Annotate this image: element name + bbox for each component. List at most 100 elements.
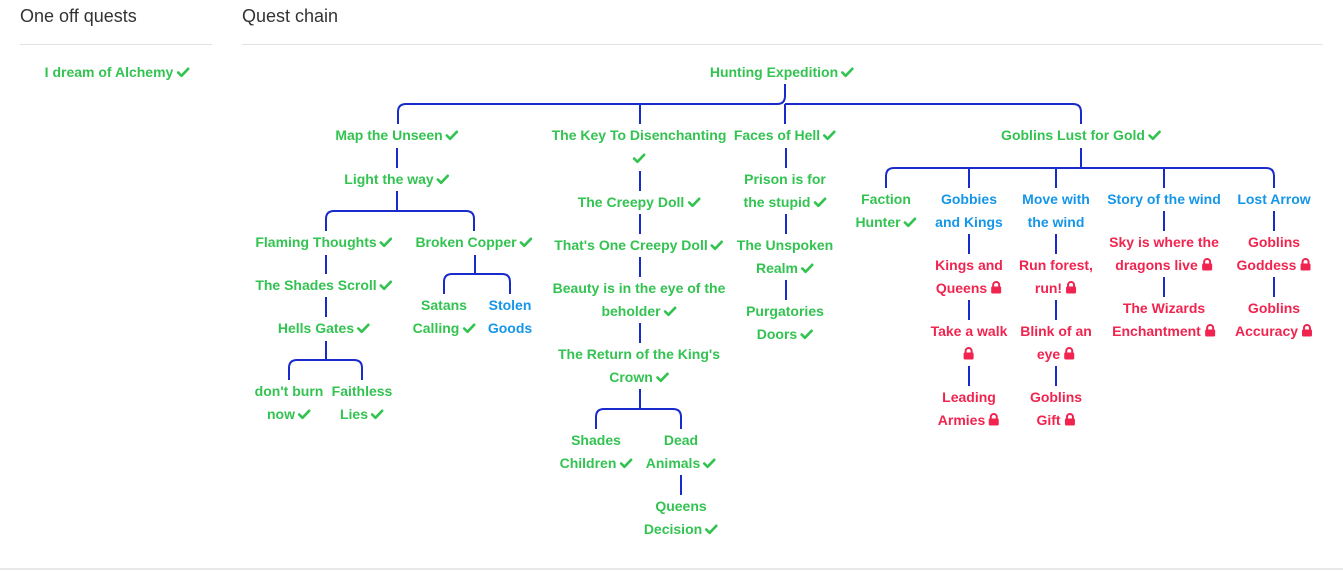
quest-label: Calling bbox=[412, 320, 460, 336]
lock-icon bbox=[1064, 413, 1075, 426]
quest-label-line: That's One Creepy Doll bbox=[554, 234, 724, 257]
quest-node-flaming-thoughts[interactable]: Flaming Thoughts bbox=[255, 231, 393, 254]
quest-label-line: Realm bbox=[737, 257, 833, 280]
quest-label-line: the wind bbox=[1022, 211, 1090, 234]
quest-label-line: Goods bbox=[488, 317, 532, 340]
quest-label-line: The Wizards bbox=[1112, 297, 1216, 320]
quest-label-line: Dead bbox=[646, 429, 716, 452]
quest-label: Story of the wind bbox=[1107, 191, 1221, 207]
quest-label-line: Enchantment bbox=[1112, 320, 1216, 343]
quest-node-map-unseen[interactable]: Map the Unseen bbox=[335, 124, 459, 147]
quest-label: The Return of the King's bbox=[558, 346, 720, 362]
quest-label: Decision bbox=[643, 521, 703, 537]
lock-icon bbox=[1064, 347, 1075, 360]
lock-icon bbox=[1300, 258, 1311, 271]
quest-label-line: Prison is for bbox=[744, 168, 827, 191]
quest-label: Faithless bbox=[331, 383, 393, 399]
quest-label-line: Calling bbox=[413, 317, 476, 340]
quest-node-broken-copper[interactable]: Broken Copper bbox=[415, 231, 533, 254]
quest-label-line: beholder bbox=[553, 300, 726, 323]
quest-node-goblins-lust[interactable]: Goblins Lust for Gold bbox=[1001, 124, 1161, 147]
quest-chain-heading: Quest chain bbox=[242, 6, 339, 26]
checkmark-icon bbox=[436, 174, 450, 185]
quest-node-light-way[interactable]: Light the way bbox=[344, 168, 450, 191]
quest-node-lost-arrow[interactable]: Lost Arrow bbox=[1237, 188, 1310, 211]
quest-node-key-disenchanting[interactable]: The Key To Disenchanting bbox=[552, 124, 726, 170]
quest-label-line: Light the way bbox=[344, 168, 450, 191]
quest-label-line: Map the Unseen bbox=[335, 124, 459, 147]
quest-label: Beauty is in the eye of the bbox=[552, 280, 726, 296]
quest-label-line: Shades bbox=[560, 429, 633, 452]
quest-label-line: Goblins Lust for Gold bbox=[1001, 124, 1161, 147]
quest-label: Armies bbox=[937, 412, 986, 428]
quest-node-hunting-expedition[interactable]: Hunting Expedition bbox=[710, 61, 854, 84]
quest-label-line: Gift bbox=[1030, 409, 1082, 432]
quest-label-line: Lies bbox=[332, 403, 393, 426]
quest-node-beauty-beholder[interactable]: Beauty is in the eye of the beholder bbox=[553, 277, 726, 323]
checkmark-icon bbox=[703, 458, 717, 469]
quest-label-line: Animals bbox=[646, 452, 717, 475]
quest-label-line: Leading bbox=[938, 386, 1000, 409]
quest-label: Lies bbox=[339, 406, 369, 422]
lock-icon bbox=[1066, 281, 1077, 294]
quest-node-story-wind[interactable]: Story of the wind bbox=[1107, 188, 1221, 211]
quest-label-line: Kings and bbox=[935, 254, 1003, 277]
checkmark-icon bbox=[655, 372, 669, 383]
quest-label: don't burn bbox=[254, 383, 324, 399]
quest-label: and Kings bbox=[935, 214, 1003, 230]
quest-label-line: Story of the wind bbox=[1107, 188, 1221, 211]
quest-label-line: Decision bbox=[644, 518, 718, 541]
quest-node-gobbies-kings[interactable]: Gobbies and Kings bbox=[935, 188, 1003, 234]
quest-label: The Unspoken bbox=[736, 237, 834, 253]
quest-label: the stupid bbox=[743, 194, 811, 210]
quest-label: the wind bbox=[1027, 214, 1085, 230]
quest-label: Stolen bbox=[488, 297, 532, 313]
quest-label-line: Faction bbox=[855, 188, 916, 211]
quest-node-run-forest[interactable]: Run forest,run! bbox=[1019, 254, 1093, 300]
quest-node-dream-alchemy[interactable]: I dream of Alchemy bbox=[45, 61, 190, 84]
quest-node-hells-gates[interactable]: Hells Gates bbox=[278, 317, 370, 340]
quest-node-take-walk[interactable]: Take a walk bbox=[931, 320, 1008, 366]
quest-node-creepy-doll[interactable]: The Creepy Doll bbox=[578, 191, 701, 214]
quest-label-line bbox=[931, 343, 1008, 366]
quest-label: Shades bbox=[571, 432, 621, 448]
quest-label: Dead bbox=[663, 432, 699, 448]
quest-node-faces-hell[interactable]: Faces of Hell bbox=[734, 124, 836, 147]
quest-node-shades-scroll[interactable]: The Shades Scroll bbox=[255, 274, 393, 297]
quest-label-line: The Creepy Doll bbox=[578, 191, 701, 214]
lock-icon bbox=[1201, 258, 1212, 271]
checkmark-icon bbox=[800, 329, 814, 340]
quest-label: That's One Creepy Doll bbox=[554, 237, 708, 253]
quest-chain-divider bbox=[242, 44, 1323, 45]
quest-label-line: Goblins bbox=[1237, 231, 1312, 254]
lock-icon bbox=[1302, 324, 1313, 337]
quest-node-prison-stupid[interactable]: Prison is for the stupid bbox=[744, 168, 827, 214]
checkmark-icon bbox=[687, 197, 701, 208]
quest-label: Gobbies bbox=[940, 191, 998, 207]
quest-label: Crown bbox=[609, 369, 653, 385]
quest-label-line: Goddess bbox=[1237, 254, 1312, 277]
quest-node-one-creepy-doll[interactable]: That's One Creepy Doll bbox=[554, 234, 724, 257]
checkmark-icon bbox=[462, 323, 476, 334]
